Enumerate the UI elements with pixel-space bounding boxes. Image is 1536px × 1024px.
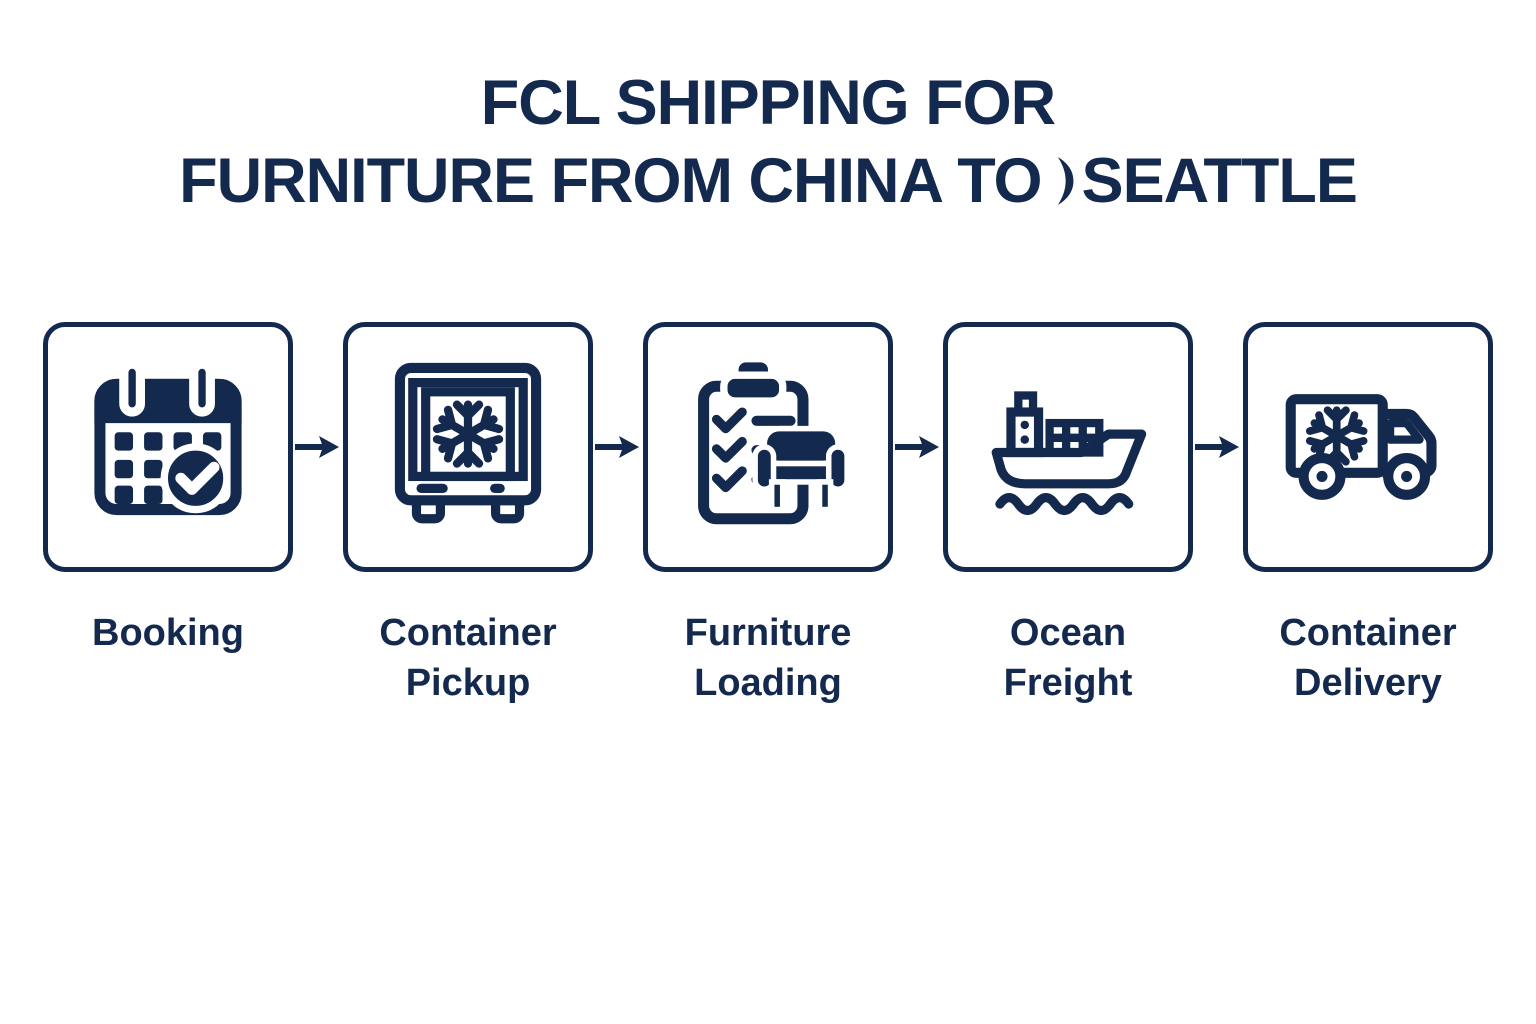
step-label-ocean-freight: Ocean Freight — [1003, 612, 1133, 705]
water-wave-icon — [995, 493, 1134, 516]
title-line2: FURNITURE FROM CHINA TO SEATTLE — [0, 142, 1536, 220]
furniture-checklist-icon — [698, 362, 850, 525]
step-card-ocean-freight — [943, 322, 1193, 573]
step-card-container-delivery — [1243, 322, 1493, 573]
cargo-ship-icon — [991, 391, 1147, 516]
step-label-booking: Booking — [92, 612, 244, 655]
process-flow: Booking — [0, 322, 1536, 708]
step-ocean-freight: Ocean Freight — [943, 322, 1193, 708]
title-line1: FCL SHIPPING FOR — [480, 68, 1056, 138]
arrow-right-icon — [893, 434, 943, 460]
step-container-delivery: Container Delivery — [1243, 322, 1493, 708]
refrigerated-truck-icon — [1285, 394, 1437, 501]
step-card-container-pickup — [343, 322, 593, 573]
step-label-container-delivery: Container Delivery — [1279, 612, 1457, 705]
arrow-right-icon — [593, 434, 643, 460]
page-title: FCL SHIPPING FOR FURNITURE FROM CHINA TO… — [0, 0, 1536, 220]
step-card-furniture-loading — [643, 322, 893, 573]
crescent-ornament-icon — [1057, 157, 1073, 205]
title-line2-after: SEATTLE — [1081, 146, 1358, 217]
step-label-furniture-loading: Furniture Loading — [684, 612, 852, 705]
title-line2-before: FURNITURE FROM CHINA TO — [179, 146, 1042, 217]
step-furniture-loading: Furniture Loading — [643, 322, 893, 708]
step-label-container-pickup: Container Pickup — [379, 612, 557, 705]
step-container-pickup: Container Pickup — [343, 322, 593, 708]
arrow-right-icon — [293, 434, 343, 460]
step-booking: Booking — [43, 322, 293, 658]
step-card-booking — [43, 322, 293, 573]
arrow-right-icon — [1193, 434, 1243, 460]
snowflake-icon — [432, 400, 504, 468]
refrigerated-container-icon — [394, 363, 542, 524]
couch-icon — [752, 426, 850, 513]
snowflake-icon — [1305, 406, 1368, 466]
calendar-check-icon — [94, 359, 242, 516]
